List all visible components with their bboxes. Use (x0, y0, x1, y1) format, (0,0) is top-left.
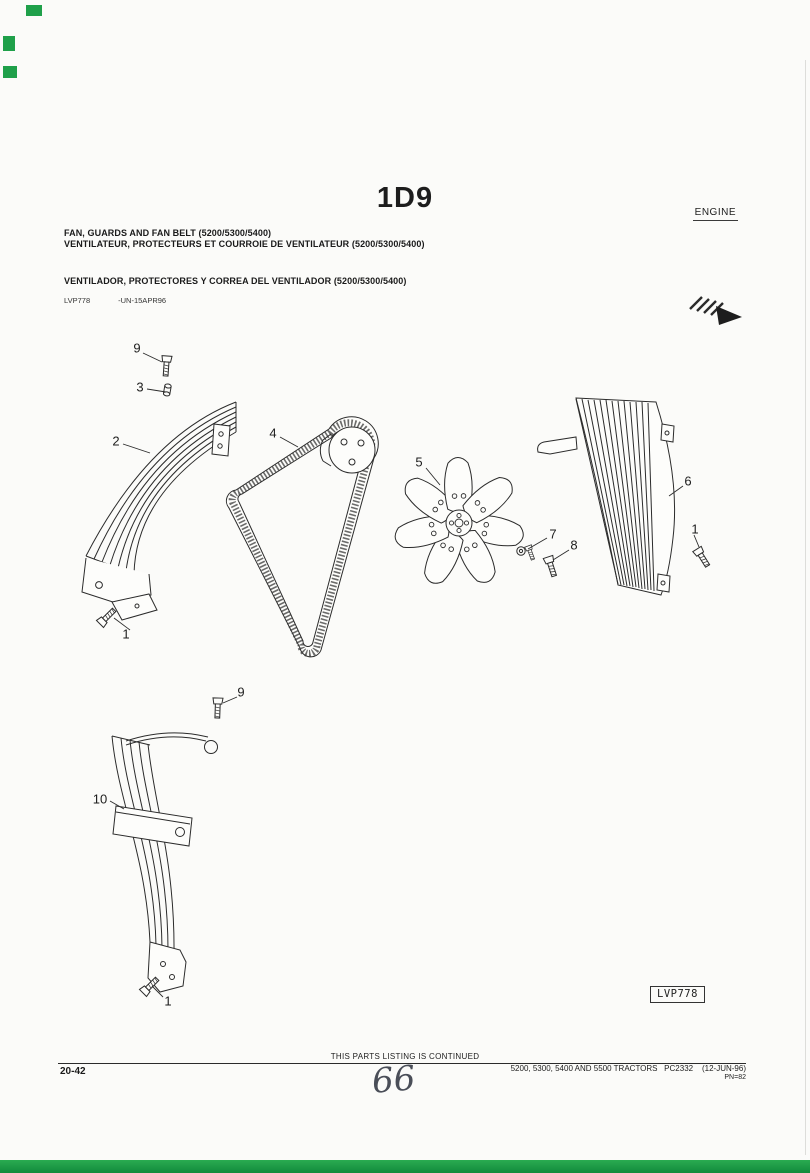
fan-belt-drawing (225, 416, 379, 658)
washer-7-drawing (516, 546, 526, 556)
page-number: 20-42 (60, 1066, 86, 1077)
fan-guard-upper-drawing (81, 401, 237, 621)
bolt-9-upper-drawing (160, 355, 173, 377)
figure-meta: -UN-15APR96 (118, 296, 167, 305)
bolt-1-right-drawing (692, 545, 713, 570)
figure-title-fr: VENTILATEUR, PROTECTEURS ET COURROIE DE … (64, 239, 425, 249)
callout-1-bottom: 1 (164, 993, 172, 1009)
callout-leader-lines (109, 352, 700, 998)
pin-3-drawing (162, 383, 172, 397)
callout-1-left: 1 (122, 626, 130, 642)
page-edge-line (805, 60, 806, 1155)
pulley-drawing (319, 426, 376, 474)
handwritten-page-number: 66 (370, 1058, 417, 1102)
figure-ref-line: LVP778 -UN-15APR96 (64, 296, 166, 305)
footer-rule (58, 1063, 746, 1065)
callout-2: 2 (112, 433, 120, 449)
callout-6: 6 (684, 473, 692, 489)
section-label: ENGINE (692, 207, 738, 221)
continued-note: THIS PARTS LISTING IS CONTINUED (330, 1052, 480, 1061)
fan-guard-lower-drawing (111, 732, 218, 993)
scan-bar-bottom (0, 1160, 810, 1173)
figure-title-en: FAN, GUARDS AND FAN BELT (5200/5300/5400… (64, 228, 272, 238)
callout-9-lower: 9 (237, 684, 245, 700)
bolt-8-drawing (542, 554, 560, 579)
footer-pn: PN=82 (724, 1074, 746, 1081)
callout-3: 3 (136, 379, 144, 395)
callout-4: 4 (269, 425, 277, 441)
figure-label-box: LVP778 (650, 986, 705, 1003)
callout-7: 7 (549, 526, 557, 542)
bolt-1-left-drawing (95, 605, 119, 629)
scan-mark-top (26, 5, 42, 16)
figure-title-es: VENTILADOR, PROTECTORES Y CORREA DEL VEN… (64, 276, 407, 286)
callout-5: 5 (415, 454, 423, 470)
callout-1-right: 1 (691, 521, 699, 537)
callout-8: 8 (570, 537, 578, 553)
fan-drawing (391, 456, 527, 589)
bolt-9-lower-drawing (211, 697, 224, 719)
fan-shroud-drawing (537, 397, 676, 596)
section-code: 1D9 (376, 182, 434, 214)
footer-model-line: 5200, 5300, 5400 AND 5500 TRACTORS PC233… (510, 1064, 746, 1073)
callout-9-upper: 9 (133, 340, 141, 356)
direction-arrow-icon (689, 296, 742, 325)
scan-mark-left-2 (3, 66, 17, 78)
scan-mark-left-1 (3, 36, 15, 51)
callout-10: 10 (92, 791, 108, 807)
figure-ref: LVP778 (64, 296, 91, 305)
